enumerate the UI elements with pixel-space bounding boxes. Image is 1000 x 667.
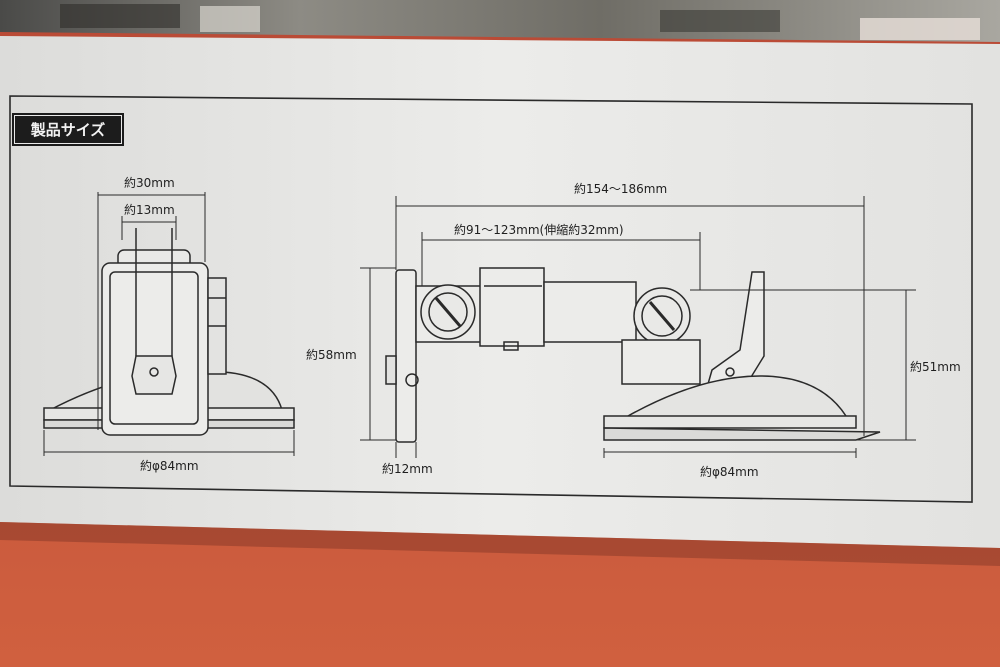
side-view-drawing <box>385 267 881 443</box>
front-view-drawing <box>43 228 295 436</box>
side-plate-thickness-label: 約12mm <box>382 462 433 476</box>
side-total-length-label: 約154～186mm <box>574 182 668 196</box>
side-height-left-label: 約58mm <box>306 348 357 362</box>
front-width-label: 約30mm <box>124 176 175 190</box>
side-arm-length-label: 約91～123mm(伸縮約32mm) <box>454 223 624 237</box>
side-dimension-lines <box>360 196 916 458</box>
front-inner-width-label: 約13mm <box>124 203 175 217</box>
side-base-label: 約φ84mm <box>700 465 759 479</box>
front-dimension-lines <box>43 192 295 456</box>
side-height-right-label: 約51mm <box>910 360 961 374</box>
front-base-label: 約φ84mm <box>140 459 199 473</box>
diagram-frame <box>9 95 973 503</box>
section-title: 製品サイズ <box>12 113 124 146</box>
